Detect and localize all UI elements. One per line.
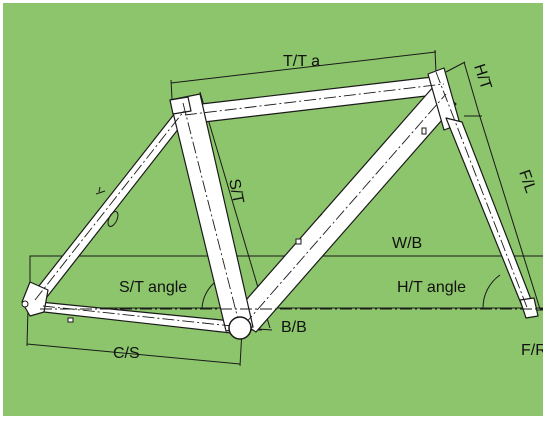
bottom-bracket-shell [228, 316, 252, 340]
down-tube-center-line [243, 93, 447, 326]
bottom-bracket-label: B/B [281, 319, 307, 336]
top-tube-label: T/T a [283, 53, 320, 70]
seat-tube [169, 93, 254, 332]
seat-tube-angle-label: S/T angle [119, 279, 187, 296]
head-tube-angle-label: H/T angle [397, 279, 466, 296]
top-tube-dimension [170, 49, 437, 100]
wheelbase-label: W/B [392, 235, 422, 252]
fork-rake-label: F/R [521, 342, 546, 359]
seat-collar [169, 96, 192, 115]
bottle-boss-icon [295, 238, 302, 245]
frame-details [21, 127, 427, 323]
angle-arcs [201, 274, 501, 309]
chainstay-label: C/S [113, 345, 140, 362]
fork-length-label: F/L [515, 168, 539, 195]
brake-boss [95, 190, 106, 195]
diagram-background [3, 3, 543, 416]
head-tube-angle-arc [482, 274, 501, 309]
chain-stay-center-line [42, 305, 242, 328]
seat-stay-center-line [34, 110, 185, 301]
rear-dropout [21, 281, 49, 317]
top-tube-center-line [184, 83, 445, 116]
head-tube-dimension [445, 61, 482, 118]
steering-axis-line [435, 71, 529, 311]
seat-tube-label: S/T [225, 178, 246, 206]
fork-dropout [519, 297, 539, 319]
seat-tube-center-line [182, 102, 241, 328]
seat-tube-angle-arc [201, 282, 215, 309]
cable-stop-icon [421, 127, 427, 135]
center-lines [34, 71, 546, 328]
cable-guide-icon [107, 211, 119, 227]
